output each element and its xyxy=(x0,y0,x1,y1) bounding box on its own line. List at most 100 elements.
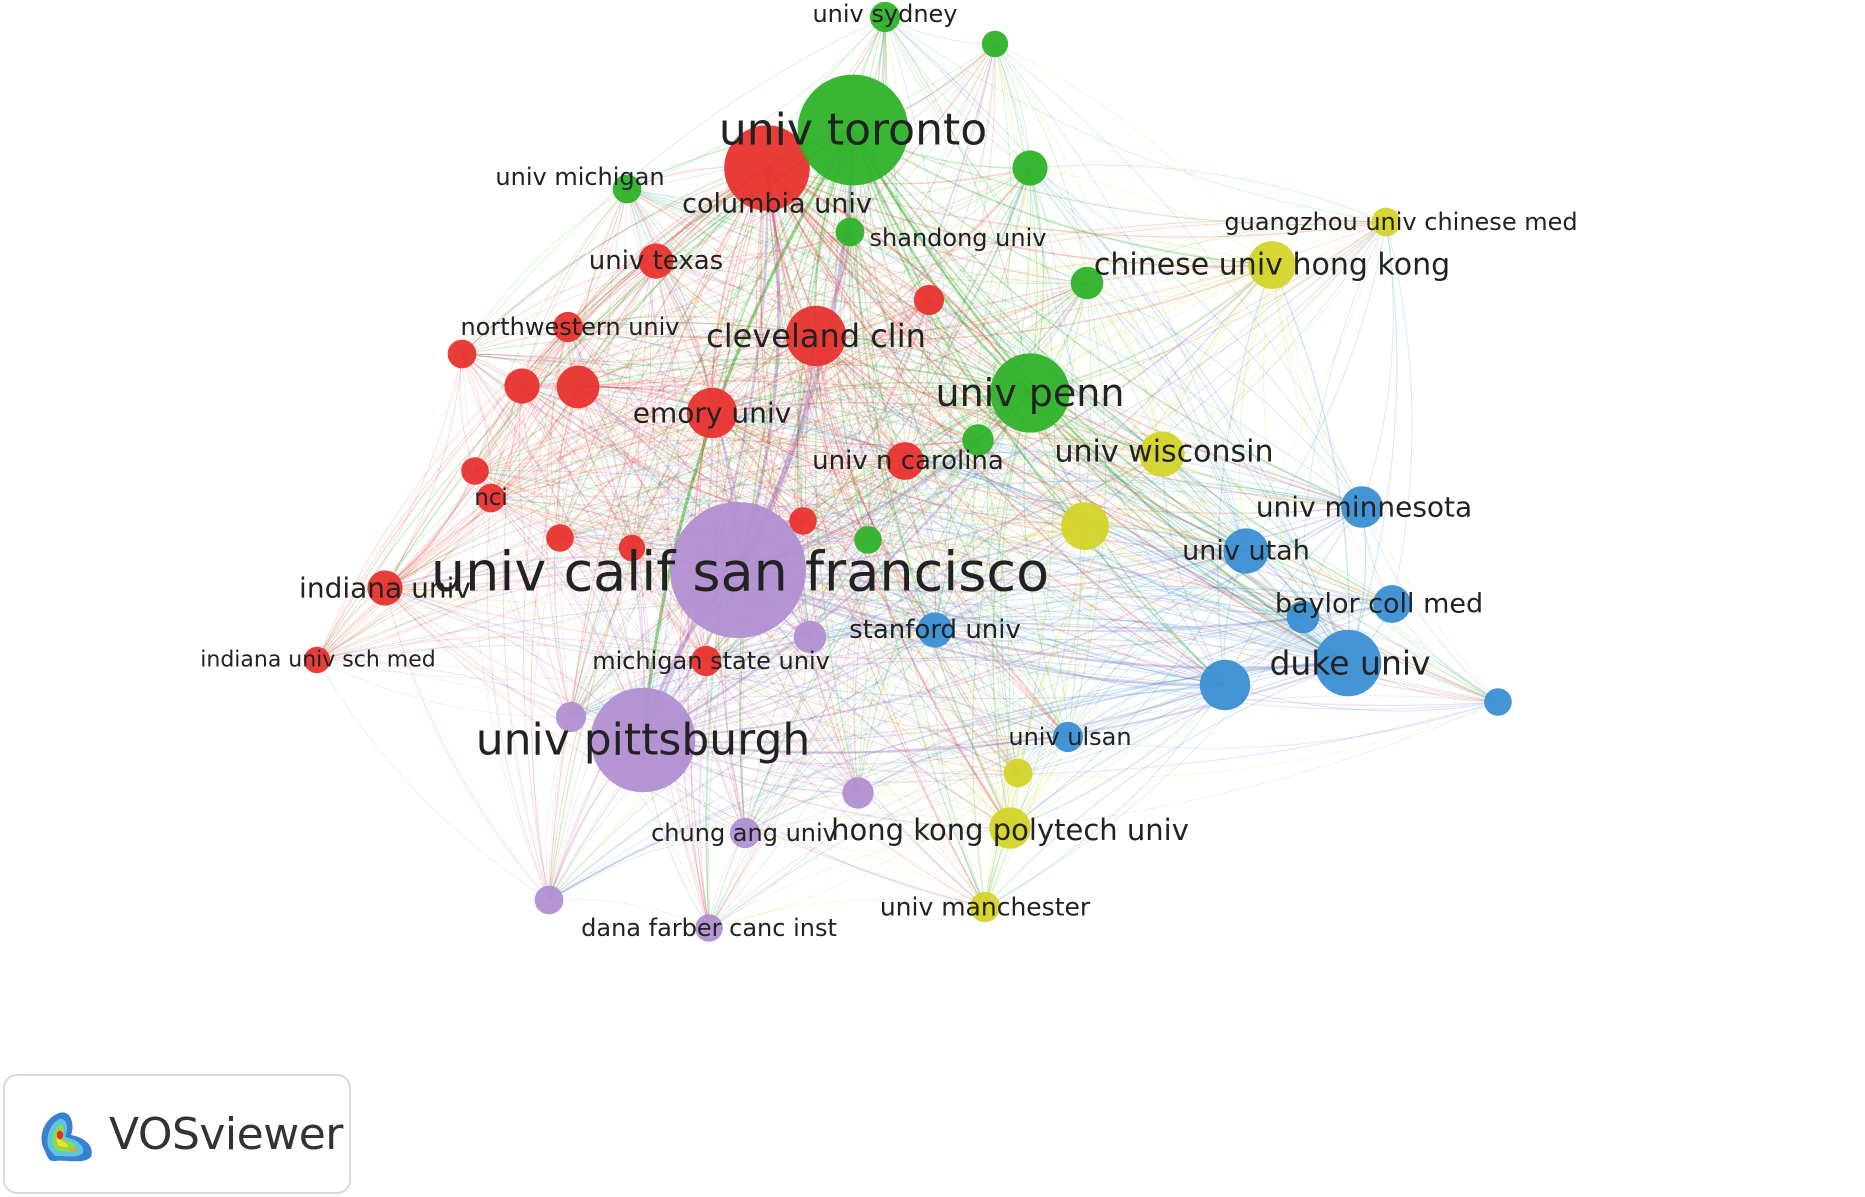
node-shandong[interactable] xyxy=(835,217,865,247)
network-edge xyxy=(809,636,1011,829)
node-b-c[interactable] xyxy=(1286,600,1320,634)
node-minnesota[interactable] xyxy=(1341,486,1383,528)
network-edge xyxy=(1086,282,1247,552)
node-r-c[interactable] xyxy=(447,339,477,369)
network-edge xyxy=(766,167,936,631)
node-n-carolina[interactable] xyxy=(886,442,924,480)
network-edge xyxy=(744,299,930,834)
network-edge xyxy=(461,167,768,355)
node-wisconsin[interactable] xyxy=(1139,431,1185,477)
network-edge xyxy=(708,629,936,929)
node-indiana[interactable] xyxy=(367,570,403,606)
network-edge xyxy=(928,257,1273,301)
node-duke[interactable] xyxy=(1314,629,1382,697)
node-r-a[interactable] xyxy=(556,365,600,409)
network-edge xyxy=(737,506,1363,584)
network-edge xyxy=(521,385,746,834)
node-r-g[interactable] xyxy=(789,507,817,535)
network-edge xyxy=(461,353,492,499)
node-cleveland[interactable] xyxy=(785,305,847,367)
network-edge xyxy=(655,260,1011,829)
node-emory[interactable] xyxy=(686,387,738,439)
node-chung-ang[interactable] xyxy=(729,817,761,849)
label-hk-polytech: hong kong polytech univ xyxy=(831,813,1189,847)
network-edge xyxy=(490,450,906,499)
network-edge xyxy=(521,282,1088,389)
node-r-b[interactable] xyxy=(504,368,540,404)
node-sydney[interactable] xyxy=(869,1,901,33)
node-r-e[interactable] xyxy=(546,524,574,552)
network-edge xyxy=(570,129,854,718)
network-edge xyxy=(927,299,1019,774)
network-edge xyxy=(570,638,1349,718)
node-r-f[interactable] xyxy=(618,534,646,562)
network-edge xyxy=(642,525,1086,741)
network-edge xyxy=(928,299,1015,829)
network-edge xyxy=(631,547,859,794)
node-g-e[interactable] xyxy=(854,526,882,554)
node-michigan-state[interactable] xyxy=(690,645,722,677)
network-edge xyxy=(637,260,710,929)
node-g-a[interactable] xyxy=(1012,150,1048,186)
network-edge xyxy=(316,599,1349,664)
network-edge xyxy=(744,832,986,908)
node-g-c[interactable] xyxy=(962,424,994,456)
network-edge xyxy=(1385,221,1413,605)
node-g-b[interactable] xyxy=(1070,266,1104,300)
node-stanford[interactable] xyxy=(917,612,953,648)
node-toronto[interactable] xyxy=(797,74,909,186)
network-edge xyxy=(626,188,817,337)
node-nci[interactable] xyxy=(476,483,506,513)
network-edge xyxy=(461,353,1247,552)
node-northwestern[interactable] xyxy=(552,311,584,343)
network-edge xyxy=(711,412,1011,829)
network-edge xyxy=(626,188,1031,394)
node-p-a[interactable] xyxy=(793,620,827,654)
network-edge xyxy=(316,497,492,661)
network-edge xyxy=(884,16,1387,223)
node-cuhk[interactable] xyxy=(1248,241,1296,289)
network-edge xyxy=(384,260,657,589)
node-baylor[interactable] xyxy=(1373,585,1411,623)
network-edge xyxy=(559,537,707,662)
network-edge xyxy=(490,43,996,499)
network-edge xyxy=(567,326,1086,527)
network-edge xyxy=(1029,167,1363,508)
network-edge xyxy=(711,412,1499,703)
node-manchester[interactable] xyxy=(969,891,1001,923)
node-pittsburgh[interactable] xyxy=(590,687,696,793)
node-ucsf[interactable] xyxy=(670,502,806,638)
network-edge xyxy=(705,525,1086,662)
node-y-a[interactable] xyxy=(1061,502,1109,550)
node-g-d[interactable] xyxy=(981,30,1009,58)
node-r-d[interactable] xyxy=(461,457,489,485)
node-michigan[interactable] xyxy=(612,174,642,204)
node-y-b[interactable] xyxy=(1003,758,1033,788)
network-edge xyxy=(577,386,1247,552)
network-edge xyxy=(577,386,1226,686)
node-dana-farber[interactable] xyxy=(695,914,723,942)
network-edge xyxy=(474,439,906,472)
network-edge xyxy=(802,520,1069,738)
node-b-a[interactable] xyxy=(1199,659,1251,711)
node-hk-polytech[interactable] xyxy=(989,807,1031,849)
node-indiana-sch-med[interactable] xyxy=(303,646,331,674)
node-ulsan[interactable] xyxy=(1052,721,1084,753)
network-edge xyxy=(867,453,1163,541)
node-utah[interactable] xyxy=(1223,528,1269,574)
node-texas[interactable] xyxy=(638,243,674,279)
node-guangzhou[interactable] xyxy=(1371,207,1401,237)
network-edge xyxy=(708,898,986,929)
node-r-h[interactable] xyxy=(913,284,945,316)
node-p-b[interactable] xyxy=(555,701,587,733)
network-edge xyxy=(760,167,859,794)
node-p-c[interactable] xyxy=(842,777,874,809)
node-penn[interactable] xyxy=(990,353,1070,433)
network-edge xyxy=(626,188,906,462)
network-edge xyxy=(474,188,628,472)
node-b-b[interactable] xyxy=(1484,688,1512,716)
node-columbia[interactable] xyxy=(724,125,810,211)
network-edge xyxy=(521,385,1226,686)
node-p-d[interactable] xyxy=(534,885,564,915)
network-edge xyxy=(1067,525,1092,738)
